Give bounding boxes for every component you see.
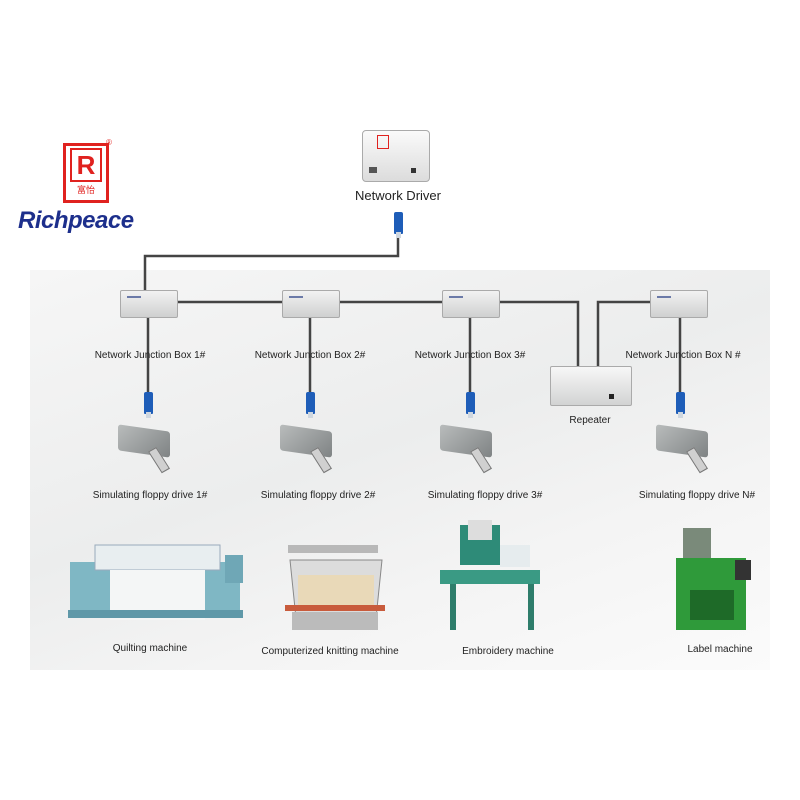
embroidery-machine-image: [440, 520, 540, 630]
floppy-drive-label: Simulating floppy drive 3#: [427, 490, 543, 501]
junction-box-label: Network Junction Box N #: [625, 350, 741, 361]
network-driver-device: [362, 130, 430, 182]
junction-box-2: [282, 290, 340, 318]
logo-mark: R: [70, 148, 102, 182]
junction-box-label: Network Junction Box 1#: [94, 350, 206, 361]
knitting-machine-image: [285, 545, 385, 630]
junction-box-label: Network Junction Box 3#: [414, 350, 526, 361]
floppy-drive-label: Simulating floppy drive 1#: [92, 490, 208, 501]
machine-label: Label machine: [687, 644, 753, 655]
junction-box-n: [650, 290, 708, 318]
richpeace-logo: R 富怡: [63, 143, 109, 203]
repeater-device: [550, 366, 632, 406]
floppy-drive-label: Simulating floppy drive N#: [638, 490, 756, 501]
machine-label: Embroidery machine: [462, 646, 554, 657]
brand-name: Richpeace: [18, 207, 134, 234]
rj45-connector-icon: [144, 392, 153, 418]
rj45-connector-icon: [466, 392, 475, 418]
junction-box-1: [120, 290, 178, 318]
label-machine-image: [676, 528, 751, 630]
rj45-connector-icon: [676, 392, 685, 418]
junction-box-3: [442, 290, 500, 318]
logo-chinese: 富怡: [76, 185, 95, 195]
floppy-drive-label: Simulating floppy drive 2#: [260, 490, 376, 501]
network-driver-label: Network Driver: [355, 188, 441, 203]
machine-label: Computerized knitting machine: [261, 646, 399, 657]
machine-label: Quilting machine: [112, 643, 188, 654]
rj45-connector-icon: [306, 392, 315, 418]
quilting-machine-image: [68, 544, 243, 620]
rj45-connector-icon: [394, 212, 403, 238]
logo-registered: ®: [106, 138, 112, 147]
repeater-label: Repeater: [569, 415, 611, 426]
junction-box-label: Network Junction Box 2#: [254, 350, 366, 361]
